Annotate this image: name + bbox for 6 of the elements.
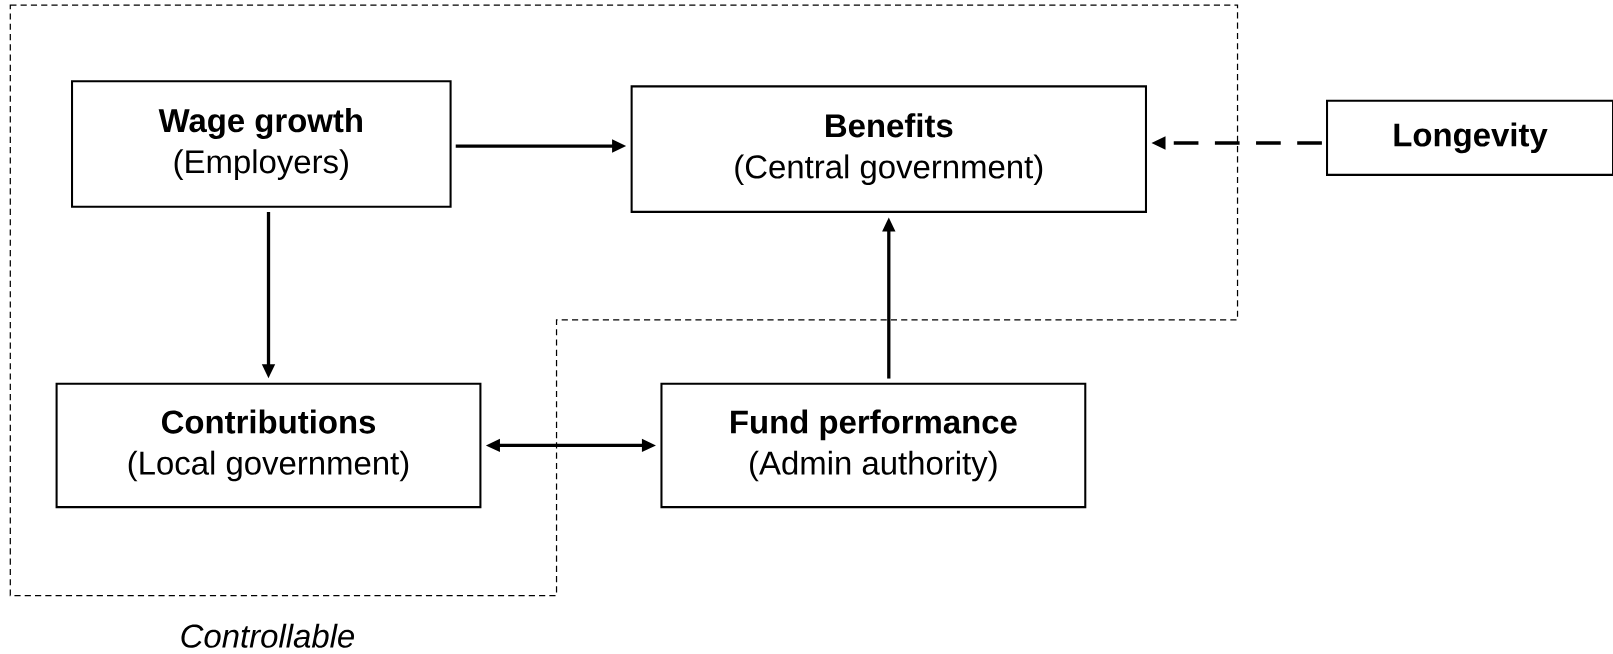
text-box: Benefits (Central government) [630, 85, 1147, 213]
text-box: Fund performance (Admin authority) [660, 382, 1087, 509]
text-box: Wage growth (Employers) [71, 80, 452, 208]
text-box: Longevity [1326, 99, 1613, 176]
region-label: Controllable [181, 623, 355, 648]
text-box: Contributions (Local government) [55, 382, 482, 509]
